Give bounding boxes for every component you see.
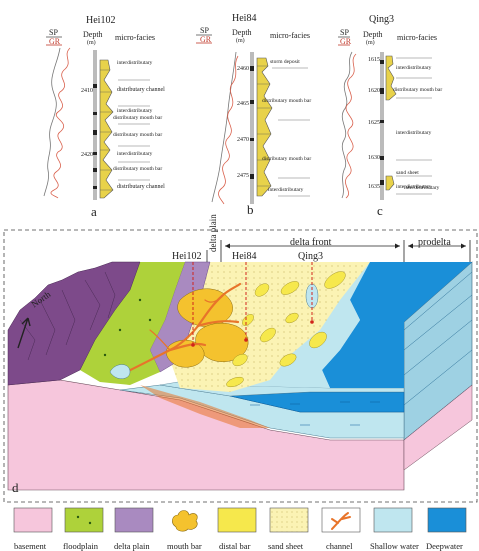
panel-label-a: a bbox=[91, 204, 97, 219]
zone-delta-plain-label: delta plain bbox=[208, 214, 218, 252]
log-a-facies-label: interdistributary bbox=[117, 151, 153, 157]
log-c-facies-label: interdistributary bbox=[404, 185, 440, 191]
block-diagram bbox=[3, 229, 478, 503]
log-a-facies-label: distributary mouth bar bbox=[113, 166, 163, 172]
legend-label-delta-plain: delta plain bbox=[114, 541, 150, 551]
log-b-facies-label: storm deposit bbox=[270, 59, 300, 65]
legend bbox=[13, 507, 467, 533]
log-b-depth-header: Depth bbox=[232, 28, 252, 37]
legend-swatch-basement bbox=[13, 507, 53, 533]
legend-label-basement: basement bbox=[14, 541, 47, 551]
panel-label-c: c bbox=[377, 203, 383, 218]
log-hei84 bbox=[196, 34, 310, 205]
legend-swatch-delta-plain bbox=[114, 507, 154, 533]
log-a-facies-label: distributary channel bbox=[117, 184, 165, 190]
log-b-facies-label: distributary mouth bar bbox=[262, 98, 312, 104]
log-b-gr-header: GR bbox=[200, 35, 212, 44]
legend-label-floodplain: floodplain bbox=[63, 541, 98, 551]
log-c-gr-header: GR bbox=[340, 37, 352, 46]
log-hei102 bbox=[43, 36, 150, 200]
log-b-well-name: Hei84 bbox=[232, 13, 257, 24]
basement-front bbox=[7, 379, 405, 491]
log-a-facies-label: interdistributary bbox=[117, 108, 153, 114]
log-a-depth-tick: 2410 bbox=[81, 88, 93, 94]
legend-swatch-deepwater bbox=[427, 507, 467, 533]
log-c-well-name: Qing3 bbox=[369, 14, 394, 25]
log-a-facies-label: distributary mouth bar bbox=[113, 132, 163, 138]
zone-prodelta-label: prodelta bbox=[418, 237, 451, 248]
panel-label-d: d bbox=[12, 480, 19, 495]
deepwater-surface bbox=[290, 262, 472, 388]
legend-label-deepwater: Deepwater bbox=[426, 541, 463, 551]
north-arrow-icon bbox=[17, 317, 31, 349]
panel-label-b: b bbox=[247, 202, 254, 217]
log-c-sp-header: SP bbox=[340, 28, 349, 37]
log-c-depth-tick: 1630 bbox=[368, 155, 380, 161]
log-b-depth-tick: 2460 bbox=[237, 66, 249, 72]
log-a-facies-label: distributary channel bbox=[117, 87, 165, 93]
log-b-facies-label: interdistributary bbox=[268, 187, 304, 193]
log-c-facies-label: distributary mouth bar bbox=[393, 87, 443, 93]
log-b-sp-header: SP bbox=[200, 26, 209, 35]
log-b-facies-label: distributary mouth bar bbox=[262, 156, 312, 162]
well-label-qing3: Qing3 bbox=[298, 251, 323, 262]
zone-delta-front-label: delta front bbox=[290, 237, 332, 248]
log-b-depth-tick: 2465 bbox=[237, 101, 249, 107]
well-label-hei102: Hei102 bbox=[172, 251, 202, 262]
well-logs-figure bbox=[43, 34, 432, 205]
legend-swatch-distal-bar bbox=[217, 507, 257, 533]
log-c-facies-label: sand sheet bbox=[396, 170, 419, 176]
log-c-facies-header: micro-facies bbox=[397, 33, 437, 42]
log-c-facies-label: interdistributary bbox=[396, 184, 432, 190]
log-c-depth-tick: 1625 bbox=[368, 120, 380, 126]
log-b-facies-header: micro-facies bbox=[270, 31, 310, 40]
legend-swatch-mouth-bar bbox=[172, 510, 198, 532]
log-a-depth-unit: (m) bbox=[87, 40, 96, 46]
log-a-depth-header: Depth bbox=[83, 30, 103, 39]
legend-label-shallow-water: Shallow water bbox=[370, 541, 419, 551]
legend-label-channel: channel bbox=[326, 541, 353, 551]
log-a-facies-label: interdistributary bbox=[117, 60, 153, 66]
legend-label-mouth-bar: mouth bar bbox=[167, 541, 202, 551]
log-b-depth-tick: 2475 bbox=[237, 173, 249, 179]
legend-label-distal-bar: distal bar bbox=[219, 541, 251, 551]
log-a-sp-header: SP bbox=[49, 28, 58, 37]
log-c-depth-tick: 1615 bbox=[368, 57, 380, 63]
log-qing3 bbox=[338, 36, 432, 200]
log-a-facies-header: micro-facies bbox=[115, 33, 155, 42]
well-label-hei84: Hei84 bbox=[232, 251, 257, 262]
log-a-well-name: Hei102 bbox=[86, 15, 116, 26]
log-b-depth-unit: (m) bbox=[236, 38, 245, 44]
log-c-facies-label: interdistributary bbox=[396, 130, 432, 136]
log-a-gr-header: GR bbox=[49, 37, 61, 46]
legend-swatch-sand-sheet bbox=[269, 507, 309, 533]
log-a-facies-label: distributary mouth bar bbox=[113, 115, 163, 121]
legend-swatch-shallow-water bbox=[373, 507, 413, 533]
log-c-depth-header: Depth bbox=[363, 30, 383, 39]
log-b-depth-tick: 2470 bbox=[237, 137, 249, 143]
log-c-depth-unit: (m) bbox=[366, 40, 375, 46]
log-a-depth-tick: 2420 bbox=[81, 152, 93, 158]
legend-swatch-floodplain bbox=[64, 507, 104, 533]
log-c-depth-tick: 1635 bbox=[368, 184, 380, 190]
log-c-facies-label: interdistributary bbox=[396, 65, 432, 71]
legend-label-sand-sheet: sand sheet bbox=[268, 541, 304, 551]
log-c-depth-tick: 1620 bbox=[368, 88, 380, 94]
floodplain-area bbox=[80, 262, 185, 385]
